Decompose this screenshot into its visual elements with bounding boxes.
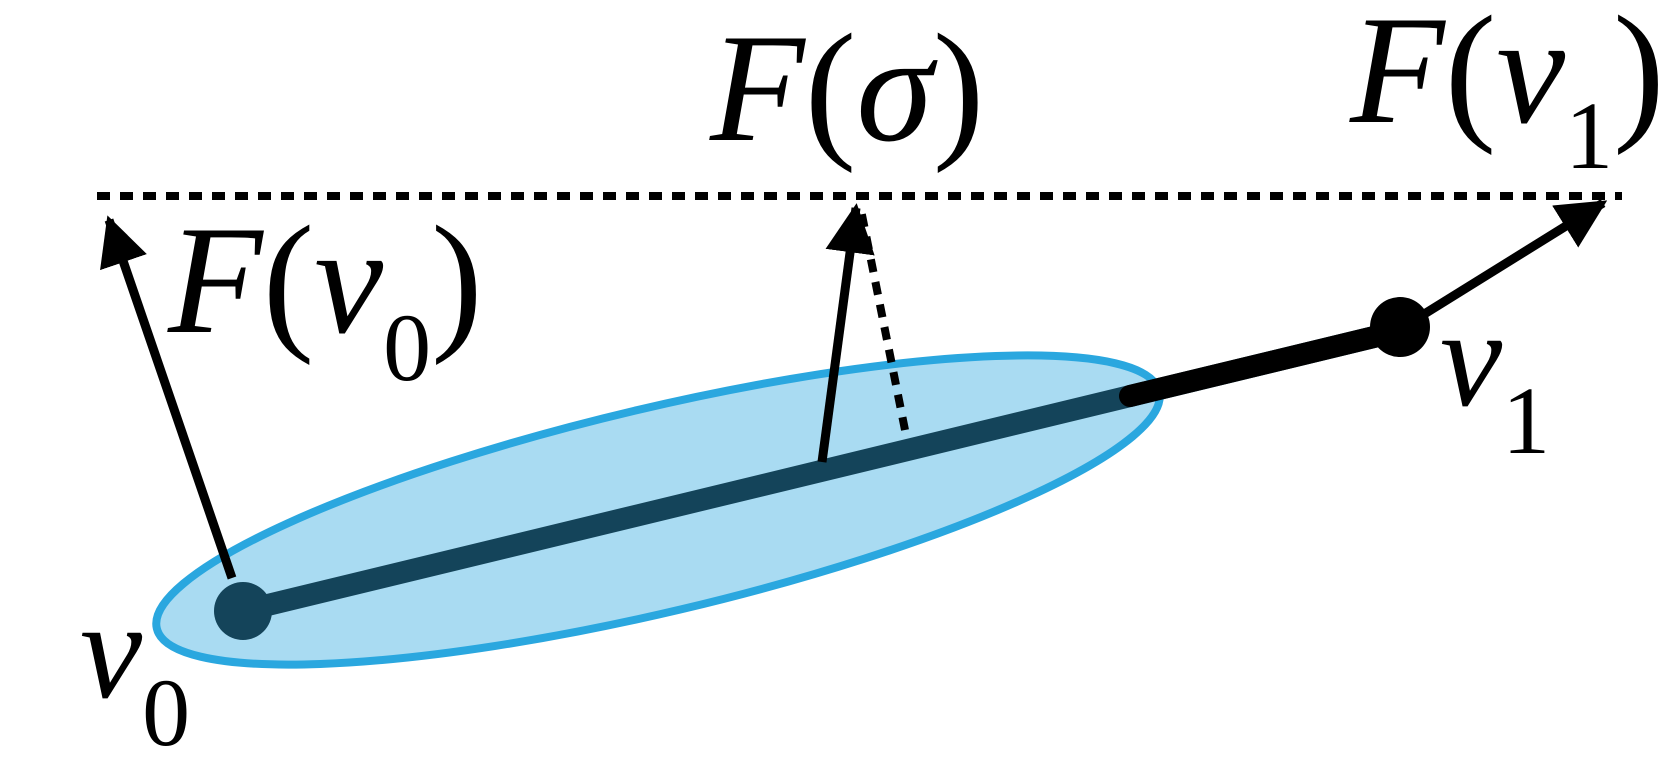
label-F-v1-var: v — [1496, 0, 1565, 156]
label-F-sigma-func: F — [709, 2, 806, 174]
label-v1-sub: 1 — [1502, 367, 1550, 474]
label-F-v1-sub: 1 — [1565, 82, 1613, 189]
vertex-v1 — [1370, 297, 1430, 357]
edge-v0-v1-outer — [1119, 318, 1418, 407]
label-F-sigma-close: ) — [933, 2, 985, 174]
label-F-v0-sub: 0 — [383, 294, 431, 401]
label-F-v0: F(v0) — [167, 194, 483, 401]
arrow-F-sigma — [817, 203, 875, 463]
arrow-F-v0 — [100, 215, 237, 580]
label-F-v0-var: v — [314, 194, 383, 366]
label-F-sigma: F(σ) — [709, 2, 984, 174]
label-F-v0-close: ) — [431, 194, 483, 366]
label-F-v0-func: F — [167, 194, 264, 366]
label-v1: v1 — [1440, 281, 1550, 474]
label-v0-var: v — [80, 573, 143, 728]
dotted-projection-line — [856, 204, 909, 431]
label-F-sigma-var: σ — [856, 2, 938, 174]
label-F-v0-open: ( — [263, 194, 315, 366]
label-v0-sub: 0 — [142, 659, 190, 761]
label-v0: v0 — [80, 573, 190, 761]
label-F-v1-close: ) — [1613, 0, 1661, 156]
label-F-v1-func: F — [1349, 0, 1446, 156]
label-F-v1-open: ( — [1445, 0, 1497, 156]
arrow-F-v1 — [1402, 199, 1608, 330]
label-F-sigma-open: ( — [805, 2, 857, 174]
label-v1-var: v — [1440, 281, 1503, 436]
vertex-v0 — [214, 582, 272, 640]
label-F-v1: F(v1) — [1349, 0, 1661, 189]
